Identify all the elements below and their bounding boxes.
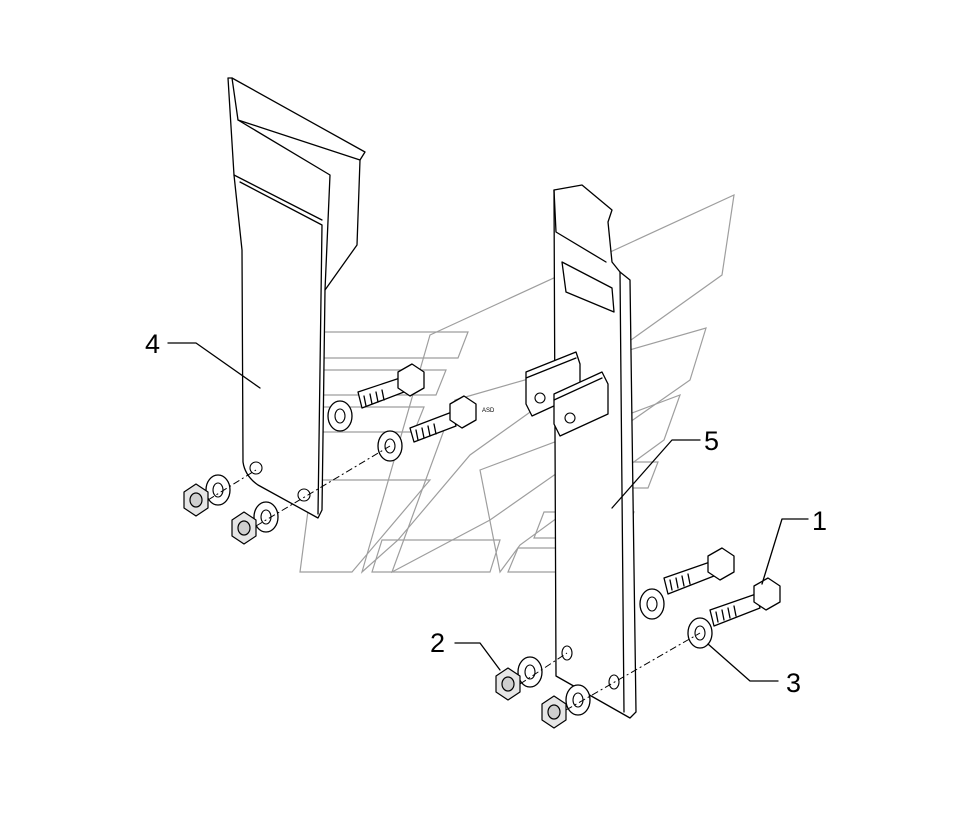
nut-icon <box>495 667 521 701</box>
callout-1: 1 <box>812 506 827 536</box>
spacer-tabs <box>525 351 609 437</box>
assembly-lines <box>207 445 701 711</box>
small-mark: ASD <box>482 408 495 414</box>
washer-icon <box>565 684 591 716</box>
nut-icon <box>183 483 209 517</box>
nut-icon <box>541 695 567 729</box>
callout-2: 2 <box>430 628 445 658</box>
washer-icon <box>517 656 543 688</box>
nut-icon <box>231 511 257 545</box>
washer-icon <box>205 474 231 506</box>
bracket-part-5 <box>553 184 637 719</box>
washer-icon <box>639 588 665 620</box>
washer-icon <box>327 400 353 432</box>
leader-lines <box>167 342 809 682</box>
bolt-icon <box>357 363 425 409</box>
callout-4: 4 <box>145 329 160 359</box>
bolt-icon <box>409 395 477 443</box>
bolt-icon <box>709 577 781 627</box>
bracket-part-4 <box>227 77 366 519</box>
washer-icon <box>253 501 279 533</box>
bolt-icon <box>663 547 735 595</box>
callout-5: 5 <box>704 426 719 456</box>
callout-3: 3 <box>786 668 801 698</box>
